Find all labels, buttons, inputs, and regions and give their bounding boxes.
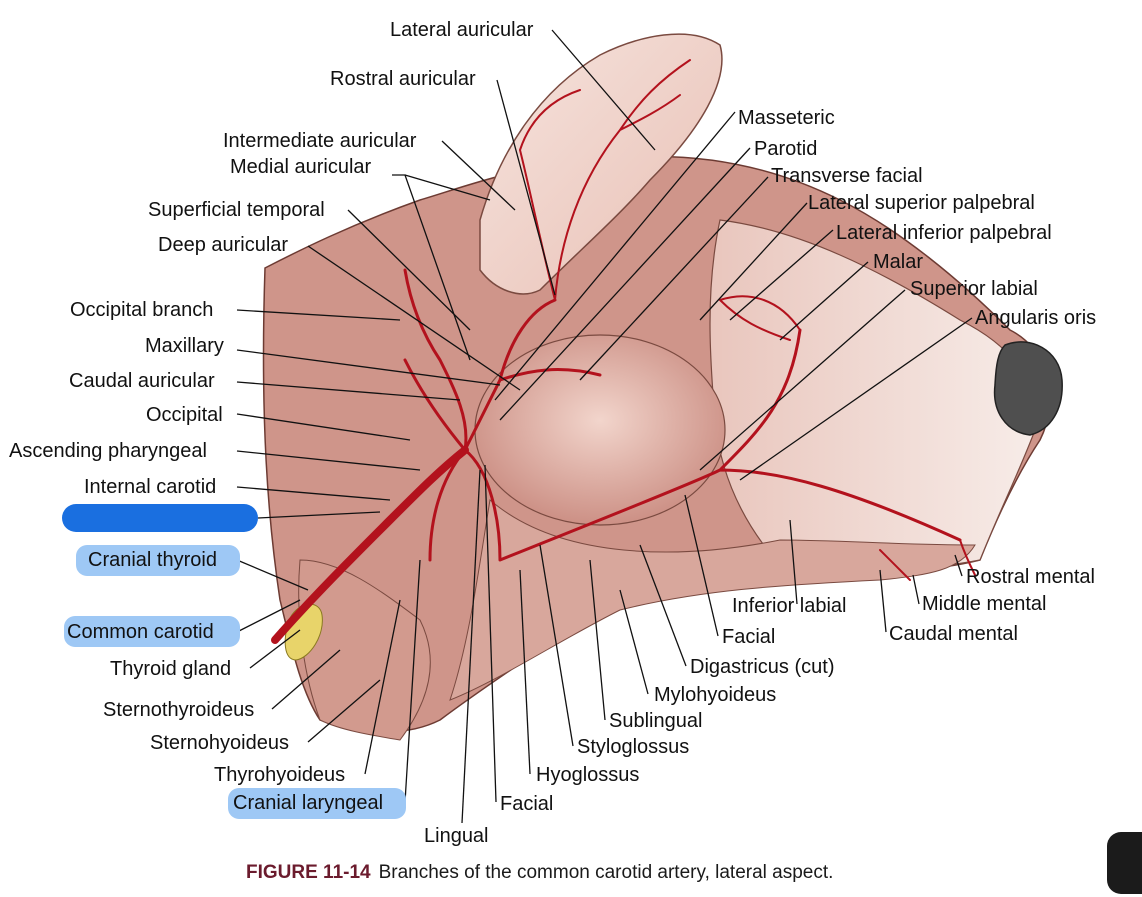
label-lateral-inferior-palpebral: Lateral inferior palpebral [836,222,1052,244]
figure-number: FIGURE 11-14 [246,862,371,883]
label-ascending-pharyngeal: Ascending pharyngeal [9,440,207,462]
redacted-label-marker [62,504,258,532]
masseter-muscle [474,334,726,526]
label-common-carotid: Common carotid [67,621,214,643]
label-rostral-mental: Rostral mental [966,566,1095,588]
scroll-handle[interactable] [1107,832,1142,894]
label-sternothyroideus: Sternothyroideus [103,699,255,721]
jaw-muscles [449,499,976,701]
label-internal-carotid: Internal carotid [84,476,217,498]
label-thyrohyoideus: Thyrohyoideus [214,764,346,786]
label-caudal-auricular: Caudal auricular [69,370,215,392]
common-carotid-artery [271,446,469,644]
label-thyroid-gland: Thyroid gland [110,658,232,680]
label-hyoglossus: Hyoglossus [536,764,640,786]
label-lateral-auricular: Lateral auricular [390,19,534,41]
label-cranial-thyroid: Cranial thyroid [88,549,217,571]
label-facial-mid: Facial [722,626,776,648]
label-facial-lower: Facial [500,793,554,815]
nose [993,341,1063,436]
label-intermediate-auricular: Intermediate auricular [223,130,417,152]
label-sublingual: Sublingual [609,710,703,732]
label-lingual: Lingual [424,825,489,847]
face-vessels [719,295,976,581]
highlight-cranial-thyroid [76,545,240,576]
leader-lines [236,29,973,824]
label-superior-labial: Superior labial [910,278,1038,300]
label-transverse-facial: Transverse facial [771,165,923,187]
label-occipital: Occipital [146,404,223,426]
ear [479,33,723,295]
label-sternohyoideus: Sternohyoideus [150,732,289,754]
neck-muscles [298,559,431,741]
label-malar: Malar [873,251,924,273]
label-parotid: Parotid [754,138,818,160]
figure-caption-text: Branches of the common carotid artery, l… [378,862,834,883]
label-mylohyoideus: Mylohyoideus [654,684,777,706]
label-masseteric: Masseteric [738,107,835,129]
label-superficial-temporal: Superficial temporal [148,199,325,221]
ear-vessels [519,59,691,301]
label-inferior-labial: Inferior labial [732,595,847,617]
label-styloglossus: Styloglossus [577,736,690,758]
highlight-common-carotid [64,616,240,647]
figure-caption: FIGURE 11-14 Branches of the common carot… [246,862,833,884]
highlight-cranial-laryngeal [228,788,406,819]
label-rostral-auricular: Rostral auricular [330,68,476,90]
label-cranial-laryngeal: Cranial laryngeal [233,792,384,814]
label-angularis-oris: Angularis oris [975,307,1097,329]
label-maxillary: Maxillary [145,335,224,357]
label-medial-auricular: Medial auricular [230,156,372,178]
label-middle-mental: Middle mental [922,593,1047,615]
label-lateral-superior-palpebral: Lateral superior palpebral [808,192,1035,214]
label-occipital-branch: Occipital branch [70,299,214,321]
label-deep-auricular: Deep auricular [158,234,289,256]
label-caudal-mental: Caudal mental [889,623,1018,645]
label-digastricus: Digastricus (cut) [690,656,835,678]
